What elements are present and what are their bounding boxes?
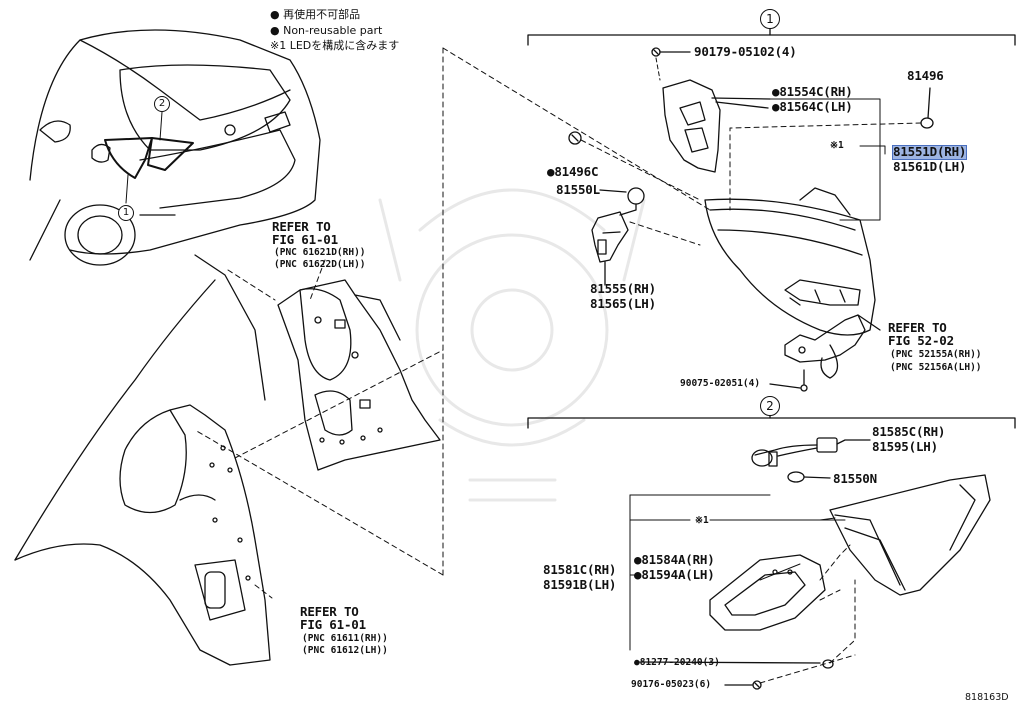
gasket-81554c — [662, 79, 771, 173]
nut-81496 — [920, 87, 934, 129]
socket-81555 — [591, 211, 701, 286]
ref-61-01-top-line3: (PNC 61621D(RH)) — [274, 247, 366, 258]
ref-61-01-bottom-line3: (PNC 61611(RH)) — [302, 633, 388, 644]
car-tail-lamp-inner — [147, 137, 194, 171]
ref-61-01-bottom-line1[interactable]: REFER TO — [300, 604, 359, 619]
part-81555[interactable]: 81555(RH) — [590, 281, 656, 296]
ref-61-01-bottom-line2[interactable]: FIG 61-01 — [300, 617, 366, 632]
ref-52-02-line1[interactable]: REFER TO — [888, 320, 947, 335]
gasket-81584a — [709, 554, 826, 631]
car-callout-1[interactable]: 1 — [118, 205, 134, 221]
part-81565[interactable]: 81565(LH) — [590, 296, 656, 311]
part-81591b[interactable]: 81591B(LH) — [543, 577, 617, 592]
part-81561d[interactable]: 81561D(LH) — [893, 159, 967, 174]
fasteners-lower — [639, 659, 834, 690]
callout-leader-2 — [159, 111, 163, 141]
note-line-top — [859, 145, 886, 155]
part-81550n[interactable]: 81550N — [833, 471, 877, 486]
part-81551d[interactable]: 81551D(RH) — [891, 144, 968, 160]
ref-61-01-top-line1[interactable]: REFER TO — [272, 219, 331, 234]
gasket-81496c — [568, 131, 701, 201]
dashed-81496 — [729, 122, 922, 211]
ref-52-02-line3: (PNC 52155A(RH)) — [890, 349, 982, 360]
bulb-81550l — [599, 187, 645, 216]
dashed-lower — [759, 544, 856, 684]
part-81595[interactable]: 81595(LH) — [872, 439, 938, 454]
part-81496c[interactable]: ●81496C — [547, 164, 599, 179]
part-90075-02051[interactable]: 90075-02051(4) — [680, 378, 761, 389]
ref-61-01-bottom-line4: (PNC 61612(LH)) — [302, 645, 388, 656]
note-ref-1-top: ※1 — [830, 140, 844, 151]
group2-leaders — [629, 494, 836, 651]
callout-leader-1 — [125, 174, 129, 204]
connector-52-02 — [769, 314, 881, 392]
callout-group-1[interactable]: 1 — [760, 9, 780, 29]
car-tail-lamp-outer — [104, 137, 153, 179]
legend-line-non-reusable-en: ● Non-reusable part — [270, 24, 383, 37]
legend-line-led-note: ※1 LEDを構成に含みます — [270, 39, 400, 52]
wire-harness-81585c — [751, 437, 871, 467]
part-90179-05102[interactable]: 90179-05102(4) — [694, 44, 797, 59]
part-90176-05023[interactable]: 90176-05023(6) — [631, 679, 712, 690]
part-81581c[interactable]: 81581C(RH) — [543, 562, 617, 577]
leader-81554c — [769, 98, 881, 221]
inner-lamp-assembly — [829, 474, 991, 596]
part-81554c[interactable]: ●81554C(RH) — [772, 84, 853, 99]
projection-lines — [194, 47, 711, 599]
ref-52-02-line2[interactable]: FIG 52-02 — [888, 333, 954, 348]
ref-52-02-line4: (PNC 52156A(LH)) — [890, 362, 982, 373]
car-callout-2[interactable]: 2 — [154, 96, 170, 112]
tail-lamp-assembly — [704, 187, 876, 336]
vehicle-rear-view — [29, 29, 321, 266]
part-81550l[interactable]: 81550L — [556, 182, 600, 197]
ref-61-01-top-line2[interactable]: FIG 61-01 — [272, 232, 338, 247]
legend-line-non-reusable-ja: ● 再使用不可部品 — [270, 8, 361, 21]
part-81584a[interactable]: ●81584A(RH) — [634, 552, 715, 567]
note-ref-1-bottom: ※1 — [695, 515, 709, 526]
part-81496[interactable]: 81496 — [907, 68, 944, 83]
ref-61-01-top-line4: (PNC 61622D(LH)) — [274, 259, 366, 270]
watermark-emblem — [378, 188, 646, 502]
part-81585c[interactable]: 81585C(RH) — [872, 424, 946, 439]
quarter-panel — [14, 254, 271, 666]
group1-bracket — [527, 27, 1016, 46]
figure-id: 818163D — [965, 692, 1009, 703]
screw-90179 — [651, 47, 691, 81]
part-81564c[interactable]: ●81564C(LH) — [772, 99, 853, 114]
bulb-81550n — [787, 471, 831, 483]
part-81277-20240[interactable]: ●81277-20240(3) — [634, 657, 720, 668]
callout-group-2[interactable]: 2 — [760, 396, 780, 416]
part-81594a[interactable]: ●81594A(LH) — [634, 567, 715, 582]
inner-panel — [277, 279, 441, 471]
